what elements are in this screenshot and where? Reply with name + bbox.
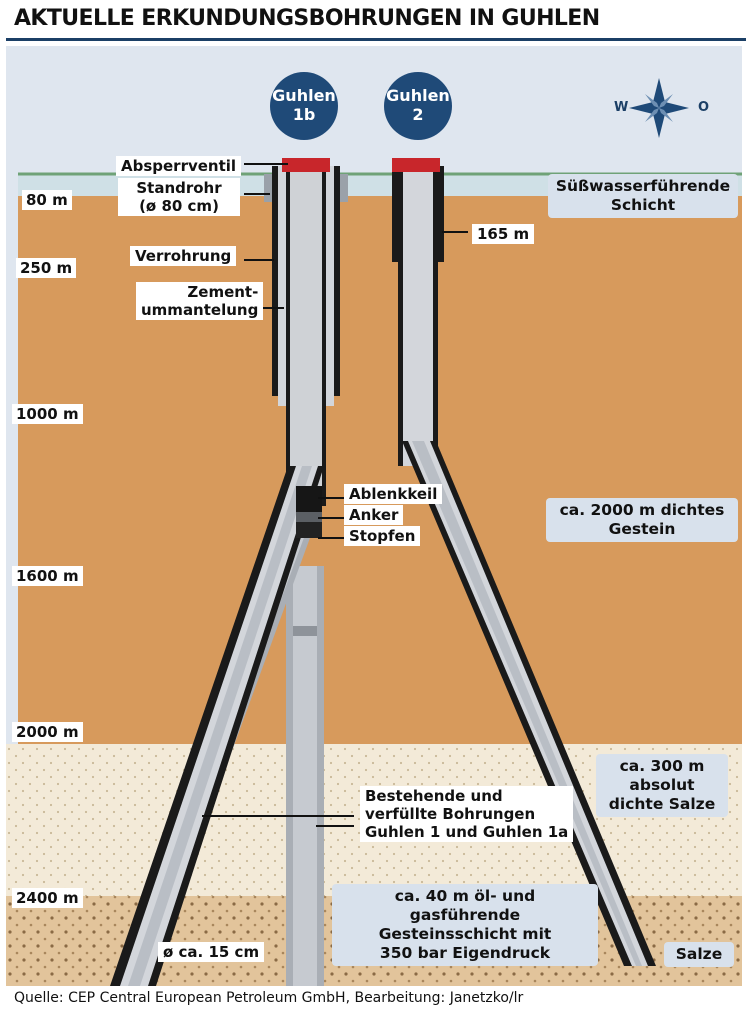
layer-oel-line3: 350 bar Eigendruck (379, 944, 551, 962)
layer-oel-gas: ca. 40 m öl- und gasführende Gesteinssch… (332, 884, 598, 966)
badge-guhlen-2: Guhlen 2 (384, 72, 452, 140)
layer-salze-dicht-line2: absolut (629, 776, 695, 794)
depth-2400: 2400 m (12, 888, 83, 908)
label-zementummantelung: Zement- ummantelung (136, 282, 264, 320)
depth-80: 80 m (22, 190, 72, 210)
depth-2000: 2000 m (12, 722, 83, 742)
label-absperrventil: Absperrventil (116, 156, 242, 176)
layer-gestein-line1: ca. 2000 m dichtes (559, 501, 725, 519)
label-standrohr-line1: Standrohr (136, 179, 222, 197)
valve-guhlen-2 (392, 158, 440, 172)
layer-salze-dicht: ca. 300 m absolut dichte Salze (596, 754, 728, 817)
layer-gestein-line2: Gestein (608, 520, 676, 538)
label-stopfen: Stopfen (344, 526, 421, 546)
layer-oel-line2: Gesteinsschicht mit (378, 925, 552, 943)
compass-rose-icon (629, 78, 689, 138)
title-rule (6, 38, 746, 41)
label-standrohr-line2: (ø 80 cm) (139, 197, 219, 215)
depth-250: 250 m (16, 258, 77, 278)
badge-guhlen-2-line1: Guhlen (386, 86, 450, 105)
well-guhlen-1b (110, 166, 348, 986)
layer-oel-line1: ca. 40 m öl- und gasführende (394, 887, 536, 924)
label-zement-line1: Zement- (187, 283, 259, 301)
badge-guhlen-1b-line1: Guhlen (272, 86, 336, 105)
badge-guhlen-2-line2: 2 (412, 105, 424, 124)
old-borehole-vertical (286, 566, 324, 986)
label-diameter: ø ca. 15 cm (158, 942, 265, 962)
label-zement-line2: ummantelung (141, 301, 259, 319)
leader-lines (202, 163, 468, 827)
well-guhlen-2 (392, 166, 656, 966)
layer-suesswasser-line2: Schicht (610, 196, 676, 214)
label-standrohr: Standrohr (ø 80 cm) (118, 178, 240, 216)
layer-salze: Salze (664, 942, 734, 967)
layer-salze-dicht-line1: ca. 300 m (619, 757, 705, 775)
layer-suesswasser: Süßwasserführende Schicht (548, 174, 738, 218)
valve-guhlen-1b (282, 158, 330, 172)
label-bestehende-bohrungen: Bestehende und verfüllte Bohrungen Guhle… (360, 786, 574, 842)
label-ablenkkeil: Ablenkkeil (344, 484, 443, 504)
layer-salze-dicht-line3: dichte Salze (608, 795, 716, 813)
compass-west-label: W (614, 100, 629, 115)
badge-guhlen-1b-line2: 1b (292, 105, 316, 124)
diagram-frame: Guhlen 1b Guhlen 2 W O 80 m 250 m 1000 m… (6, 46, 742, 986)
well-diagram-svg (6, 78, 742, 986)
page-title: AKTUELLE ERKUNDUNGSBOHRUNGEN IN GUHLEN (14, 6, 600, 31)
label-bestehende-line2: verfüllte Bohrungen (365, 805, 536, 823)
label-bestehende-line1: Bestehende und (365, 787, 503, 805)
compass-east-label: O (698, 100, 710, 115)
layer-suesswasser-line1: Süßwasserführende (555, 177, 731, 195)
label-verrohrung: Verrohrung (130, 246, 237, 266)
depth-1600: 1600 m (12, 566, 83, 586)
label-anker: Anker (344, 505, 404, 525)
badge-guhlen-1b: Guhlen 1b (270, 72, 338, 140)
depth-1000: 1000 m (12, 404, 83, 424)
rock-layer (18, 196, 742, 744)
layer-gestein: ca. 2000 m dichtes Gestein (546, 498, 738, 542)
label-165m: 165 m (472, 224, 535, 244)
source-credit: Quelle: CEP Central European Petroleum G… (14, 990, 524, 1006)
label-bestehende-line3: Guhlen 1 und Guhlen 1a (365, 823, 569, 841)
